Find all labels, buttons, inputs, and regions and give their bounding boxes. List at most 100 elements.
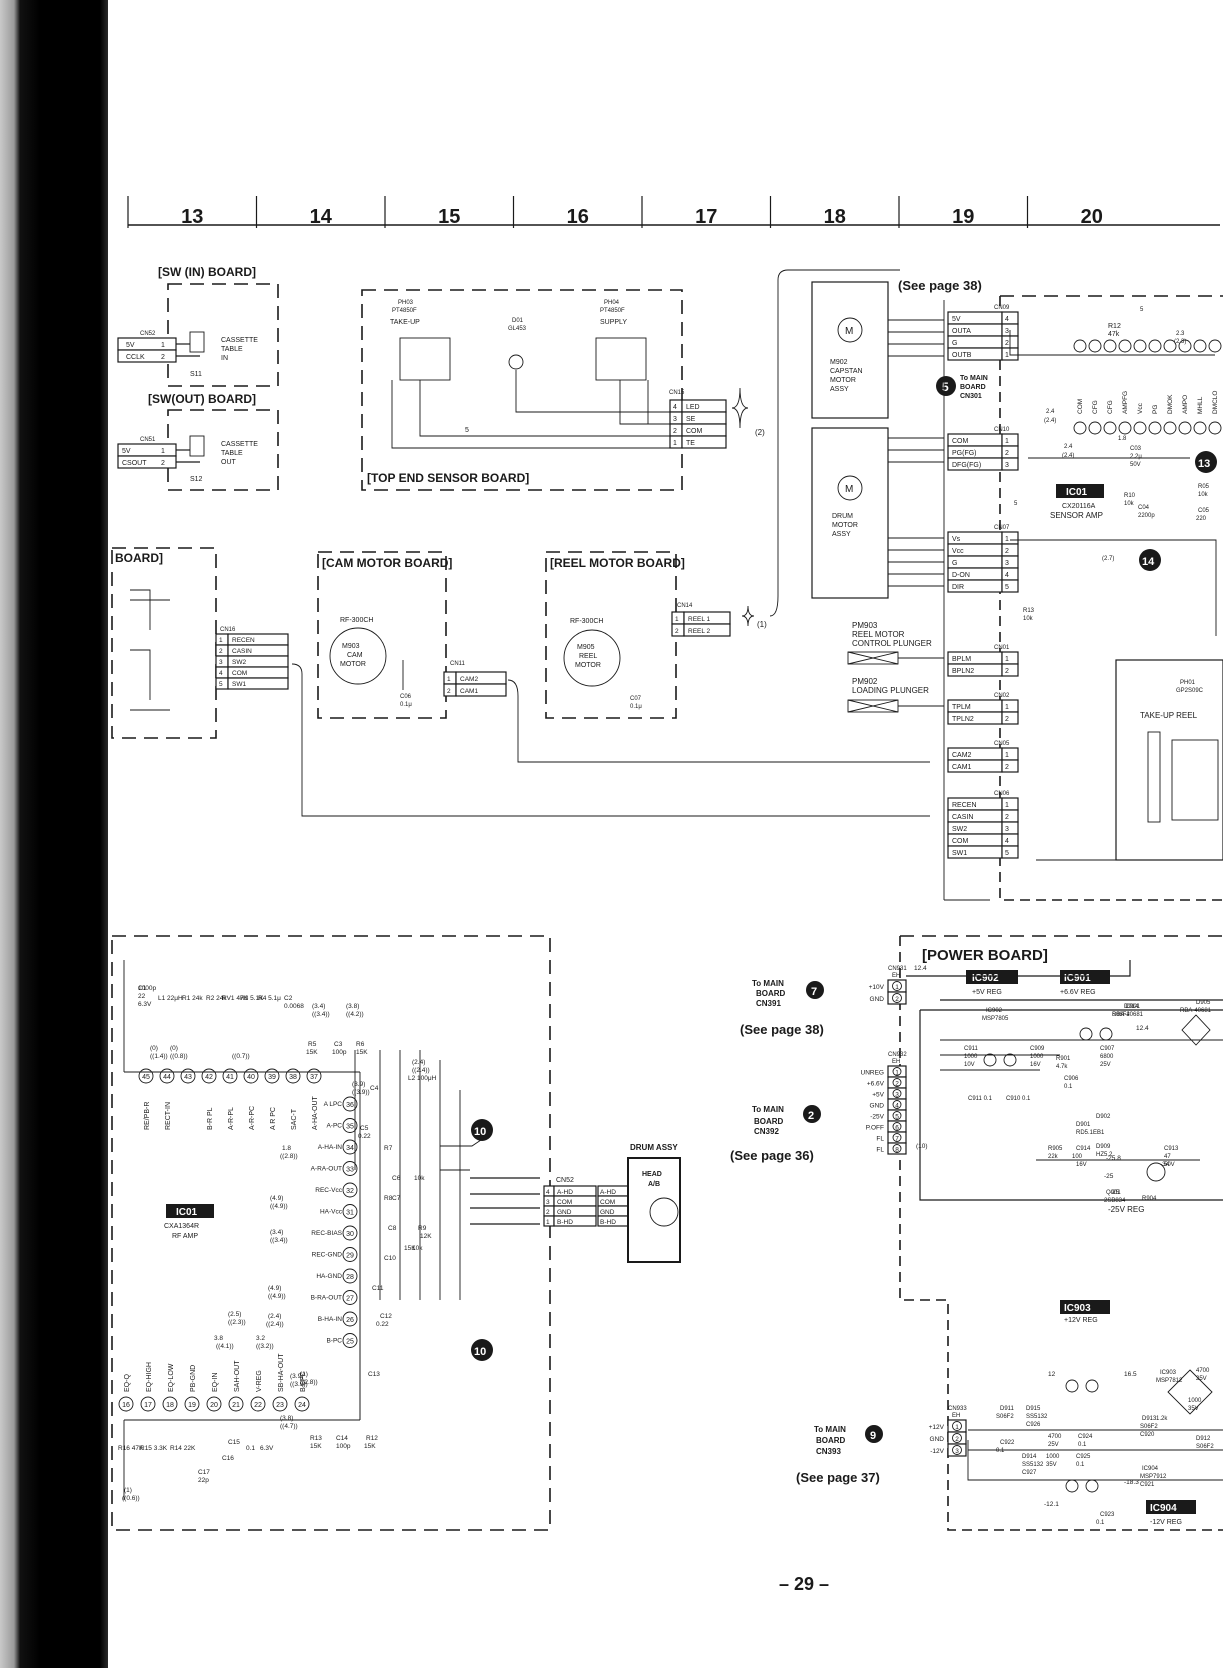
svg-text:COM: COM	[232, 670, 247, 677]
board-title-power: [POWER BOARD]	[922, 947, 1048, 964]
svg-text:2: 2	[895, 996, 899, 1003]
svg-text:GND: GND	[870, 996, 885, 1003]
voltage-note: (0)	[150, 1045, 158, 1052]
svg-text:2: 2	[1005, 764, 1009, 771]
connector-cn09: CN09	[994, 305, 1010, 311]
power-component-label: D905	[1196, 1000, 1211, 1006]
power-component-label: Q901	[1106, 1190, 1121, 1196]
power-component-label: IC901	[1124, 1004, 1141, 1010]
svg-text:IC01: IC01	[1066, 487, 1088, 498]
rf-component-label: R5	[308, 1041, 317, 1048]
connector-cn10: CN10	[994, 427, 1010, 433]
connector-cn15: CN15	[669, 390, 685, 396]
voltage-note: ((0.8))	[170, 1053, 188, 1060]
rf-component-label: C13	[368, 1371, 380, 1378]
power-component-label: C910 0.1	[1006, 1096, 1031, 1102]
svg-text:TPLM: TPLM	[952, 704, 971, 711]
voltage-note: -25	[1104, 1173, 1114, 1180]
svg-text:1: 1	[1005, 536, 1009, 543]
svg-text:TE: TE	[686, 440, 695, 447]
svg-text:SUPPLY: SUPPLY	[600, 319, 627, 326]
svg-text:(2.4): (2.4)	[1044, 418, 1056, 424]
power-component-label: 25V	[1196, 1376, 1207, 1382]
voltage-note: ((2.4))	[266, 1321, 284, 1328]
cn932-pin-7: 7FL	[876, 1131, 907, 1144]
svg-text:TPLN2: TPLN2	[952, 716, 974, 723]
svg-text:36: 36	[346, 1102, 354, 1109]
svg-text:SW1: SW1	[952, 850, 967, 857]
power-component-label: C920	[1140, 1432, 1155, 1438]
power-component-label: C926	[1026, 1422, 1041, 1428]
svg-text:4: 4	[895, 1103, 899, 1110]
power-component-label: IC902	[986, 1008, 1003, 1014]
power-component-label: 1000	[1046, 1454, 1060, 1460]
svg-text:24: 24	[298, 1402, 306, 1409]
voltage-note: 12.4	[1136, 1025, 1149, 1032]
rf-amp-pin-27: 27B-RA-OUT	[311, 1290, 358, 1305]
svg-text:3: 3	[1005, 560, 1009, 567]
svg-text:D01: D01	[512, 318, 524, 324]
power-component-label: S06F2	[1140, 1424, 1158, 1430]
board-title-sw-out: [SW(OUT) BOARD]	[148, 392, 256, 406]
svg-text:2: 2	[675, 628, 679, 635]
connector-cn16: CN16	[220, 627, 236, 633]
power-component-label: 25V	[1048, 1442, 1059, 1448]
svg-text:A LPC: A LPC	[324, 1101, 343, 1108]
rf-amp-pin-43: 43	[180, 1068, 196, 1084]
svg-text:0.1μ: 0.1μ	[630, 704, 642, 710]
power-component-label: C906	[1064, 1076, 1079, 1082]
svg-text:5V: 5V	[126, 342, 135, 349]
svg-text:CN392: CN392	[754, 1127, 779, 1136]
cam-motor-board: [CAM MOTOR BOARD] RF-300CH M903 CAM MOTO…	[317, 551, 930, 763]
svg-text:5: 5	[895, 1114, 899, 1121]
svg-text:BOARD: BOARD	[756, 989, 786, 998]
svg-text:+12V: +12V	[929, 1424, 945, 1431]
svg-text:2: 2	[955, 1436, 959, 1443]
drum-assy-title: DRUM ASSY	[630, 1143, 678, 1152]
sensor-amp-pin: PG	[1148, 339, 1162, 435]
svg-text:1: 1	[1005, 704, 1009, 711]
reel-motor-board: [REEL MOTOR BOARD] RF-300CH M905 REEL MO…	[545, 269, 900, 719]
svg-text:REEL MOTOR: REEL MOTOR	[852, 630, 905, 639]
svg-text:CAM: CAM	[347, 652, 363, 659]
svg-text:29: 29	[346, 1253, 354, 1260]
rf-component-label: R7	[384, 1145, 393, 1152]
rf-component-label: RV1 47K	[222, 995, 249, 1002]
voltage-note: -25	[1110, 1189, 1120, 1196]
svg-text:D-ON: D-ON	[952, 572, 970, 579]
svg-text:REC-BIAS: REC-BIAS	[311, 1230, 342, 1237]
voltage-note: (3.8)	[346, 1003, 359, 1010]
power-component-label: 50V	[1164, 1162, 1175, 1168]
svg-text:REEL 1: REEL 1	[688, 616, 711, 623]
svg-text:BOARD: BOARD	[960, 384, 986, 391]
rf-component-label: R8	[384, 1195, 393, 1202]
svg-text:M: M	[845, 484, 853, 495]
svg-text:CAM2: CAM2	[460, 676, 478, 683]
rf-amp-pin-41: 41A-R-PL	[222, 1068, 238, 1130]
svg-text:23: 23	[276, 1402, 284, 1409]
svg-text:PT4850F: PT4850F	[600, 308, 625, 314]
svg-text:IC904: IC904	[1150, 1503, 1177, 1514]
svg-text:PM902: PM902	[852, 677, 878, 686]
power-component-label: C927	[1022, 1470, 1037, 1476]
see-page-36: (See page 36)	[730, 1148, 814, 1163]
svg-text:10: 10	[474, 1346, 486, 1358]
svg-text:COM: COM	[600, 1199, 615, 1206]
voltage-note: 3.8	[214, 1335, 223, 1342]
svg-text:2200p: 2200p	[1138, 513, 1155, 519]
rf-amp-pin-26: 26B-HA-IN	[318, 1311, 358, 1327]
voltage-note: (3.9)	[352, 1081, 365, 1088]
grid-column-label: 15	[438, 206, 460, 228]
svg-text:B-HD: B-HD	[557, 1219, 573, 1226]
svg-text:5V: 5V	[952, 316, 961, 323]
